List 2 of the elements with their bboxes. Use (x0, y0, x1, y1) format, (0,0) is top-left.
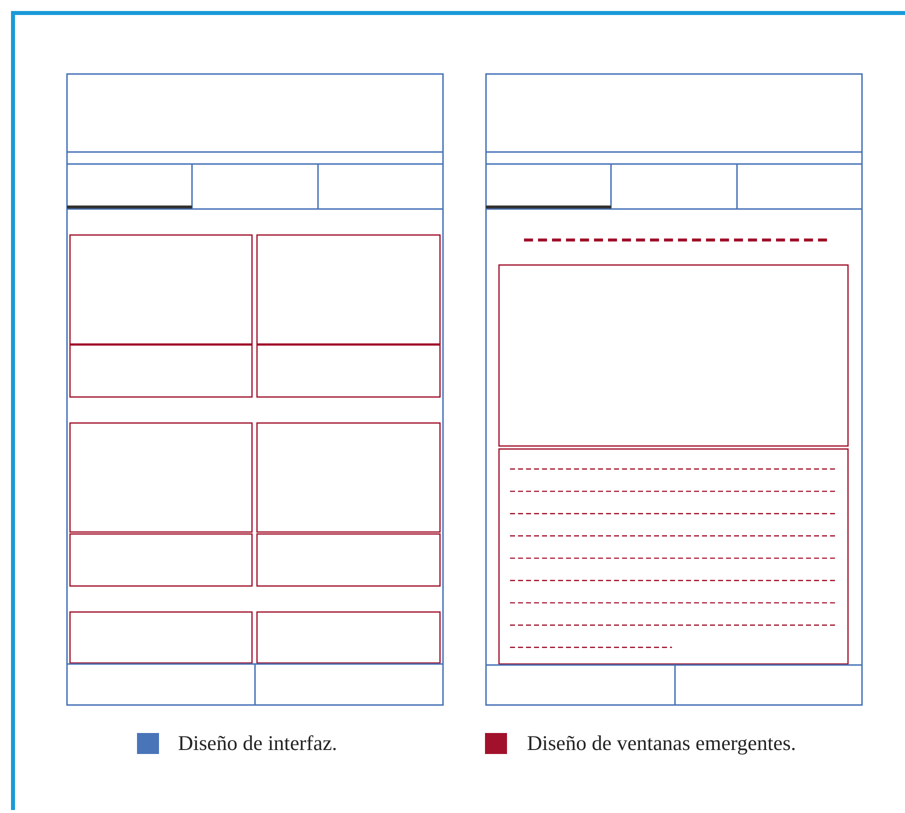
legend-label: Diseño de ventanas emergentes. (527, 731, 796, 755)
legend-label: Diseño de interfaz. (178, 731, 338, 755)
